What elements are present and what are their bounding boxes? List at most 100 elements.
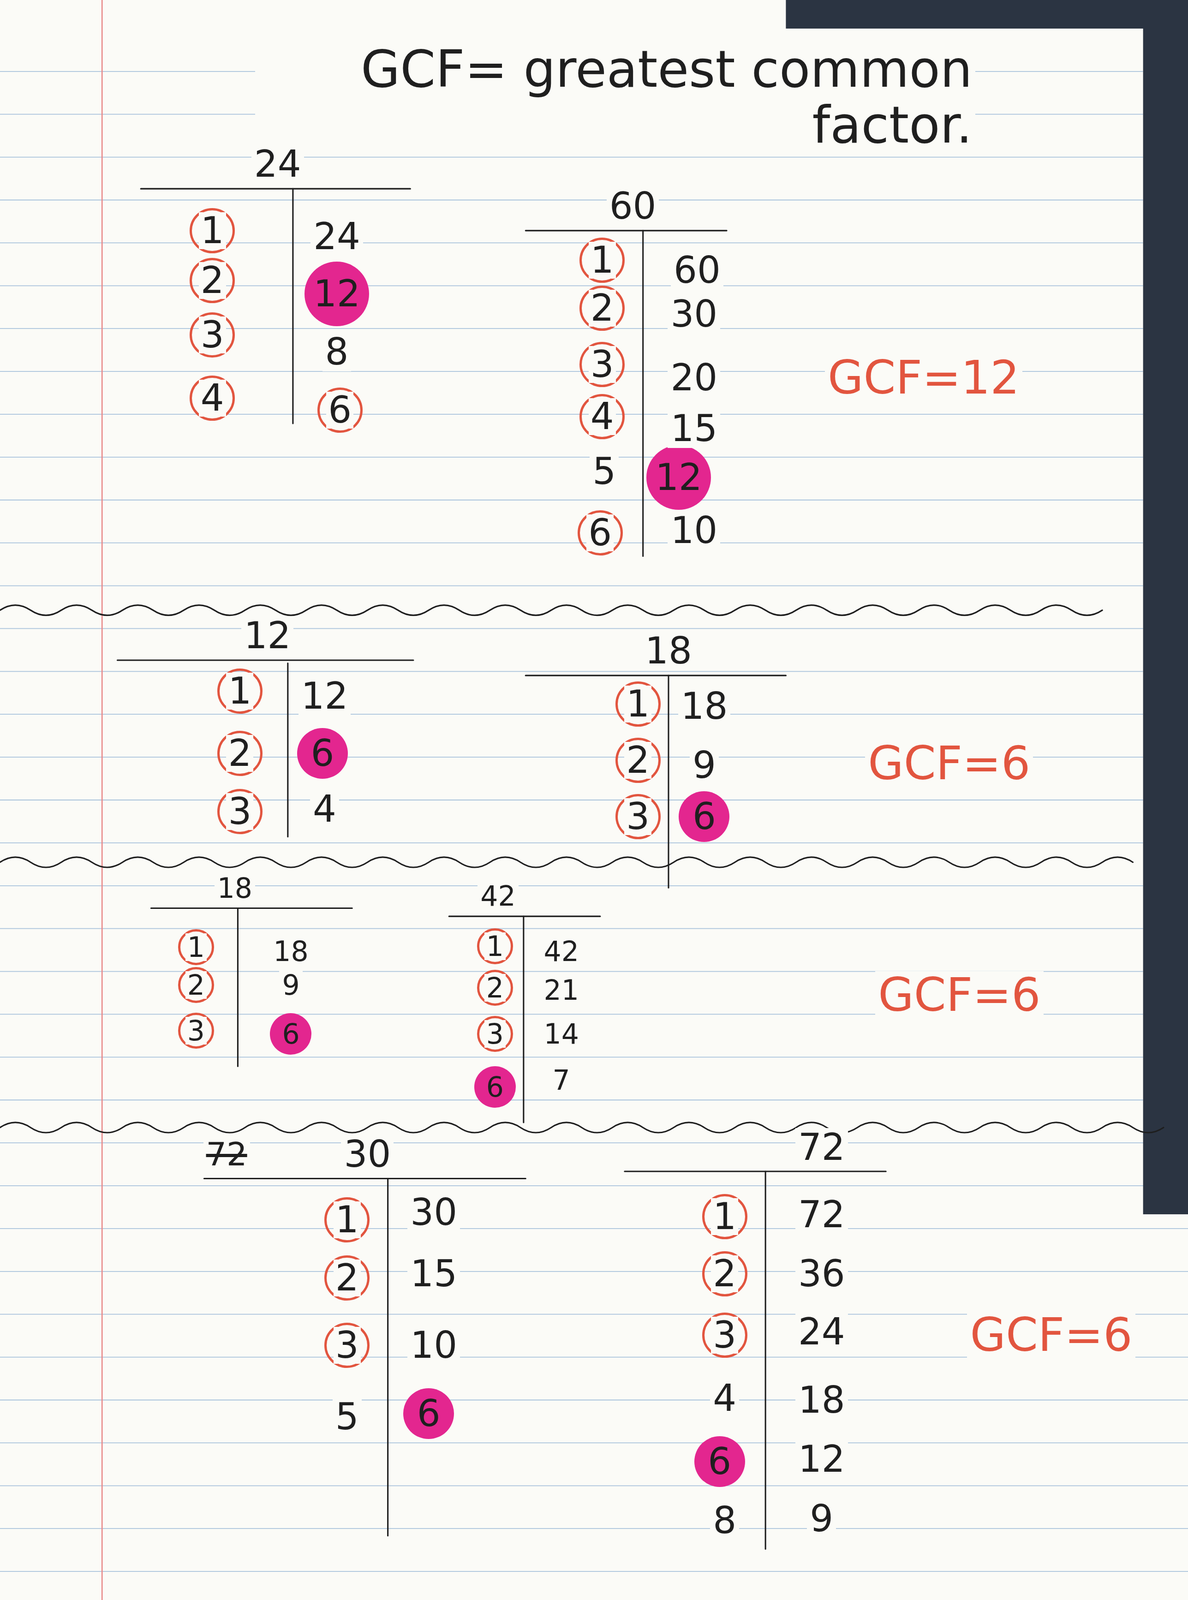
highlight-dot: 6 — [403, 1388, 454, 1439]
factor-number: 4 — [588, 398, 616, 436]
chart-header: 60 — [606, 186, 660, 226]
factor-number: 9 — [279, 970, 303, 1000]
circled-number: 2 — [178, 967, 215, 1003]
factor-number: 1 — [185, 933, 207, 962]
page-title: GCF= greatest common factor. — [255, 40, 976, 155]
circled-number: 6 — [577, 510, 623, 556]
factor-number: 12 — [653, 459, 705, 496]
factor-number: 24 — [310, 217, 364, 257]
factor-number: 21 — [541, 975, 582, 1005]
highlight-dot: 6 — [678, 791, 730, 842]
factor-number: 60 — [670, 250, 724, 290]
section-dividers — [0, 605, 1164, 1133]
circled-number: 3 — [178, 1012, 215, 1049]
factor-number: 2 — [624, 741, 652, 779]
gcf-answer: GCF=12 — [824, 353, 1023, 402]
crossed-out-number: 72 — [203, 1137, 251, 1172]
chart-header: 30 — [340, 1134, 394, 1174]
factor-number: 6 — [309, 734, 337, 772]
factor-number: 18 — [795, 1380, 848, 1420]
factor-number: 15 — [667, 409, 721, 448]
factor-number: 4 — [198, 379, 227, 417]
circled-number: 1 — [615, 681, 661, 727]
circled-number: 2 — [217, 730, 263, 777]
highlight-dot: 6 — [269, 1013, 312, 1055]
factor-number: 2 — [333, 1259, 361, 1297]
factor-number: 30 — [667, 294, 721, 334]
circled-number: 3 — [579, 341, 625, 388]
circled-number: 1 — [189, 208, 235, 254]
factor-number: 15 — [407, 1254, 460, 1294]
circled-number: 2 — [324, 1255, 370, 1301]
factor-number: 72 — [795, 1195, 848, 1235]
factor-number: 1 — [333, 1201, 361, 1239]
factor-number: 36 — [795, 1254, 848, 1294]
factor-number: 18 — [678, 686, 731, 726]
factor-number: 4 — [310, 789, 340, 829]
circled-number: 1 — [324, 1197, 370, 1243]
ruled-lines — [0, 71, 1188, 1572]
circled-number: 3 — [324, 1322, 370, 1368]
factor-number: 3 — [198, 316, 227, 354]
factor-number: 2 — [484, 973, 506, 1002]
highlight-dot: 12 — [304, 261, 370, 327]
factor-number: 1 — [710, 1198, 739, 1236]
desk-background — [1143, 0, 1188, 1215]
factor-number: 12 — [298, 676, 352, 716]
circled-number: 2 — [477, 969, 514, 1006]
factor-number: 4 — [710, 1379, 740, 1418]
circled-number: 6 — [317, 387, 363, 433]
factor-number: 1 — [588, 241, 616, 279]
factor-number: 2 — [226, 734, 254, 772]
factor-number: 6 — [690, 798, 718, 836]
factor-number: 3 — [710, 1316, 739, 1354]
highlight-dot: 6 — [474, 1066, 516, 1108]
factor-number: 7 — [549, 1065, 574, 1095]
factor-number: 9 — [806, 1499, 836, 1539]
factor-number: 18 — [270, 936, 311, 967]
chart-header: 18 — [642, 631, 695, 671]
factor-number: 8 — [710, 1501, 740, 1541]
factor-number: 30 — [407, 1193, 460, 1232]
desk-background — [785, 0, 1188, 29]
circled-number: 2 — [702, 1251, 748, 1297]
factor-number: 10 — [667, 511, 721, 550]
gcf-answer: GCF=6 — [967, 1311, 1135, 1360]
circled-number: 2 — [615, 737, 661, 783]
circled-number: 3 — [615, 793, 661, 840]
margin-line — [101, 0, 103, 1600]
factor-number: 42 — [541, 936, 582, 967]
circled-number: 2 — [579, 285, 625, 331]
factor-number: 12 — [795, 1439, 848, 1479]
chart-header: 18 — [214, 873, 256, 903]
highlight-dot: 6 — [297, 728, 348, 779]
factor-number: 6 — [280, 1020, 302, 1048]
factor-number: 2 — [198, 262, 227, 299]
factor-number: 2 — [185, 971, 207, 999]
highlight-dot: 12 — [646, 445, 711, 510]
factor-number: 20 — [667, 358, 721, 398]
chart-header: 12 — [241, 616, 294, 656]
factor-number: 1 — [624, 685, 652, 723]
factor-number: 3 — [226, 793, 254, 830]
chart-header: 42 — [477, 881, 519, 911]
gcf-answer: GCF=6 — [865, 739, 1033, 788]
factor-number: 3 — [185, 1016, 207, 1045]
circled-number: 3 — [477, 1015, 514, 1052]
factor-number: 2 — [588, 289, 616, 327]
chart-header: 72 — [795, 1128, 848, 1167]
factor-number: 2 — [710, 1255, 739, 1293]
circled-number: 4 — [579, 394, 625, 440]
circled-number: 3 — [702, 1312, 748, 1358]
circled-number: 4 — [189, 375, 235, 421]
factor-number: 1 — [198, 212, 227, 250]
factor-number: 8 — [322, 332, 352, 372]
highlight-dot: 6 — [694, 1436, 746, 1487]
chart-header: 24 — [251, 144, 305, 184]
circled-number: 1 — [579, 237, 625, 283]
factor-number: 1 — [226, 672, 254, 710]
circled-number: 3 — [217, 788, 263, 835]
gcf-answer: GCF=6 — [875, 971, 1044, 1020]
